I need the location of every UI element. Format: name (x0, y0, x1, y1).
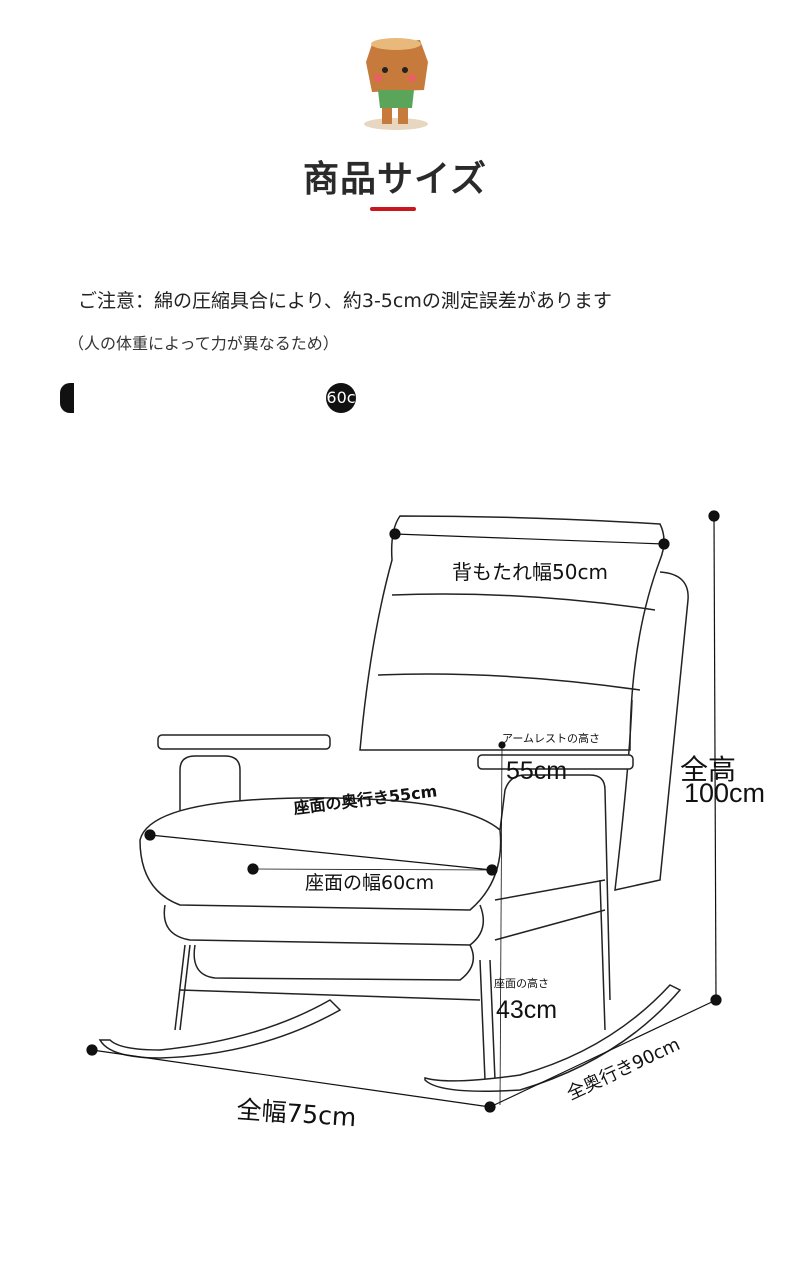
backrest-width-label: 背もたれ幅50cm (452, 560, 608, 584)
badge-fragment-left (60, 383, 74, 413)
notice-subtext: （人の体重によって力が異なるため） (68, 334, 339, 353)
mascot (364, 38, 428, 130)
dimension-lines (86, 510, 722, 1113)
notice-text: ご注意：綿の圧縮具合により、約3-5cmの測定誤差があります (78, 290, 612, 312)
total-height-value: 100cm (684, 778, 766, 808)
badge-fragment-right: 60c (326, 383, 356, 413)
seat-width-label: 座面の幅60cm (305, 872, 435, 894)
armrest-height-value: 55cm (506, 757, 568, 785)
rocking-chair-drawing (98, 515, 689, 1092)
total-height-label: 全高 (680, 753, 737, 786)
armrest-height-label: アームレストの高さ (502, 732, 601, 745)
seat-height-value: 43cm (496, 996, 558, 1024)
title-underline (370, 207, 416, 211)
seat-height-label: 座面の高さ (494, 977, 549, 990)
page-title: 商品サイズ (303, 159, 487, 200)
